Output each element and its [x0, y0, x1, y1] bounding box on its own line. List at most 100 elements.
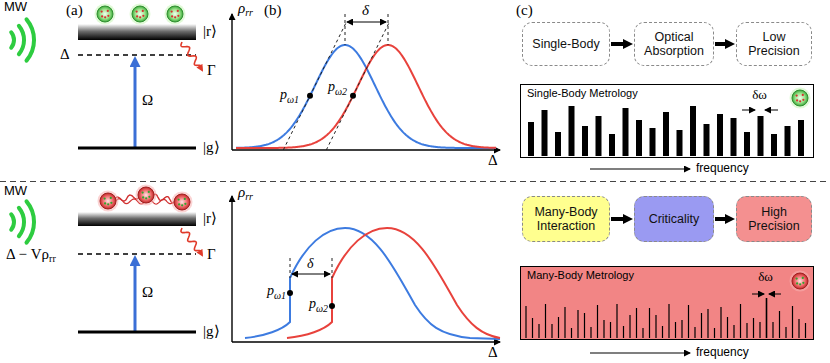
ground-level: [78, 331, 196, 334]
spectral-line: [798, 120, 804, 156]
shift-marker: [332, 258, 333, 278]
x-axis: [232, 149, 500, 150]
probe-point: [307, 93, 313, 99]
microwave-arc: [27, 19, 35, 60]
spectral-line: [707, 309, 708, 338]
detuned-level: [78, 253, 196, 255]
spectral-line: [655, 315, 656, 338]
panel-title: Many-Body Metrology: [527, 269, 634, 282]
atom: [138, 187, 154, 203]
point-subscript: ω1: [287, 94, 299, 105]
spectral-line: [610, 322, 611, 338]
spectral-line: [582, 126, 588, 156]
axis-label: frequency: [696, 162, 749, 175]
spectral-line: [772, 322, 773, 338]
atom-dot: [101, 10, 103, 12]
spectral-line: [771, 134, 777, 156]
spectral-line: [538, 324, 539, 338]
linewidth-arrow: [752, 294, 764, 295]
spectral-line: [636, 308, 637, 338]
spectral-line: [590, 327, 591, 338]
atom-glow: [95, 4, 116, 25]
shift-marker: [290, 258, 291, 278]
atom-icon: [792, 90, 808, 106]
atom-dot: [148, 191, 150, 193]
atom-dot: [104, 197, 106, 199]
spectral-line: [662, 326, 663, 338]
axis-subscript: rr: [245, 191, 253, 202]
atom-dot: [139, 16, 141, 18]
spectral-line: [779, 311, 780, 338]
spectral-line: [571, 328, 572, 338]
box-label: Single-Body: [532, 37, 599, 51]
point-label: p: [267, 283, 274, 298]
generated-art: [95, 4, 811, 339]
source-label: MW: [4, 184, 27, 198]
panel-fill: [520, 266, 814, 340]
state-label: |g⟩: [203, 139, 220, 156]
box-label: Many-Body Interaction: [528, 205, 604, 234]
rabi-label: Ω: [142, 92, 153, 109]
spectral-line: [609, 134, 615, 156]
box-label: High Precision: [742, 205, 806, 234]
spectral-line: [746, 323, 747, 338]
rabi-label: Ω: [142, 284, 153, 301]
atom-icon-dot: [802, 94, 804, 96]
spectral-line: [720, 307, 721, 338]
atom-icon-dot: [802, 282, 804, 284]
atom-dot: [142, 15, 144, 17]
atom-dot: [184, 198, 186, 200]
point-subscript: ω2: [316, 303, 328, 314]
spectral-line: [701, 313, 702, 338]
atom-dot: [104, 202, 106, 204]
spectral-line: [694, 327, 695, 338]
spectral-line: [569, 106, 575, 156]
spectral-line: [681, 320, 682, 338]
spectral-line: [650, 128, 656, 156]
atom-icon-dot: [796, 94, 798, 96]
spectral-line: [733, 325, 734, 338]
process-box: Optical Absorption: [634, 22, 714, 66]
shift-marker: [388, 14, 389, 45]
atom: [100, 193, 116, 209]
spectral-line: [584, 313, 585, 338]
linewidth-arrow: [765, 110, 778, 111]
atom-icon-glow: [790, 88, 811, 109]
decay-arrow: [181, 228, 202, 255]
point-label: p: [309, 296, 316, 311]
spectral-line: [675, 322, 676, 338]
microwave-arc: [19, 26, 24, 54]
atom: [97, 6, 113, 22]
atom-dot: [101, 15, 103, 17]
axis-label: frequency: [696, 346, 749, 359]
spectral-line: [677, 130, 683, 156]
decay-label: Γ: [207, 246, 216, 263]
spectral-line: [792, 306, 793, 338]
atom: [174, 194, 190, 210]
spectral-line: [688, 305, 689, 338]
flow-arrow: [611, 217, 627, 221]
probe-point: [350, 93, 356, 99]
atom-dot: [184, 203, 186, 205]
process-box: Many-Body Interaction: [522, 196, 610, 242]
state-label: |r⟩: [203, 23, 217, 40]
atom-glow: [172, 192, 193, 213]
state-label: |g⟩: [203, 323, 220, 340]
detuning-label: Δ − Vρ: [6, 246, 49, 263]
panel-letter: (a): [66, 2, 83, 19]
spectral-line: [551, 324, 552, 338]
atom-dot: [107, 15, 109, 17]
source-label: MW: [4, 0, 27, 14]
atom-icon-dot: [799, 283, 801, 285]
atom-dot: [136, 15, 138, 17]
tangent-line: [283, 22, 346, 150]
panel-fill: [520, 84, 814, 158]
frequency-axis: [590, 352, 690, 353]
panel-title: Single-Body Metrology: [527, 87, 638, 100]
spectral-line: [714, 328, 715, 338]
atom: [167, 6, 183, 22]
point-label: p: [280, 87, 287, 102]
spectral-line: [555, 132, 561, 156]
spectral-line: [753, 318, 754, 338]
